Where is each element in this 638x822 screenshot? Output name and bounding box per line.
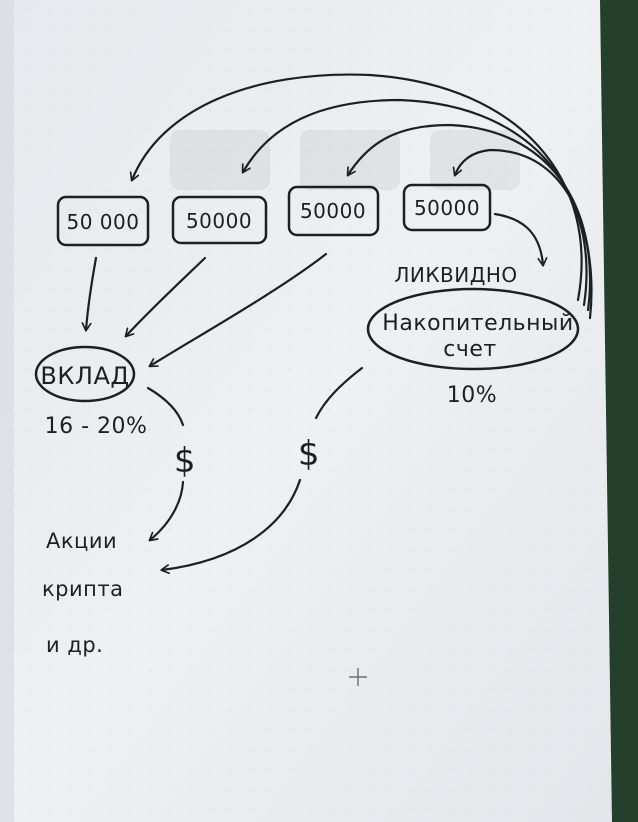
money-box-4-label: 50000 <box>414 196 480 220</box>
liquid-label: ЛИКВИДНО <box>394 263 517 287</box>
back-page-ghost <box>170 130 520 190</box>
target-stocks: Акции <box>46 529 117 553</box>
target-other: и др. <box>46 633 103 657</box>
savings-label-line1: Накопительный <box>382 311 573 336</box>
arrow-box1-deposit <box>81 256 98 332</box>
arrow-savings-top <box>314 366 364 420</box>
deposit-label: ВКЛАД <box>40 362 129 390</box>
arrow-box4-savings <box>493 212 548 267</box>
paper-dot-grid <box>0 0 612 822</box>
deposit-arrows <box>81 212 548 368</box>
money-boxes: 50 000 50000 50000 50000 <box>56 183 492 247</box>
investment-arrows <box>146 366 364 575</box>
arrow-savings-investments <box>160 478 302 575</box>
money-box-3: 50000 <box>287 185 380 237</box>
page-binding-shadow <box>0 0 14 822</box>
deposit-rate: 16 - 20% <box>45 414 148 439</box>
savings-rate: 10% <box>447 383 497 408</box>
return-arrows <box>129 73 593 320</box>
money-box-4: 50000 <box>402 183 492 232</box>
arrow-box3-deposit <box>148 252 328 368</box>
crosshair-icon <box>349 668 367 686</box>
dollar-sign-left: $ <box>174 441 196 481</box>
money-box-1-label: 50 000 <box>67 210 140 234</box>
arrow-deposit-investments <box>148 480 185 542</box>
arrow-box2-deposit <box>124 256 207 338</box>
arrow-return-box-4 <box>452 148 593 320</box>
dollar-sign-right: $ <box>298 434 320 474</box>
savings-label-line2: счет <box>443 337 496 362</box>
arrow-return-box-2 <box>241 98 588 307</box>
arrow-deposit-top <box>146 386 185 427</box>
money-box-1: 50 000 <box>56 195 150 247</box>
savings-ellipse <box>366 287 580 371</box>
target-crypto: крипта <box>42 577 124 601</box>
deposit-ellipse <box>34 345 136 403</box>
money-box-2-label: 50000 <box>186 209 252 233</box>
money-box-3-label: 50000 <box>300 199 366 223</box>
money-box-2: 50000 <box>171 195 268 245</box>
